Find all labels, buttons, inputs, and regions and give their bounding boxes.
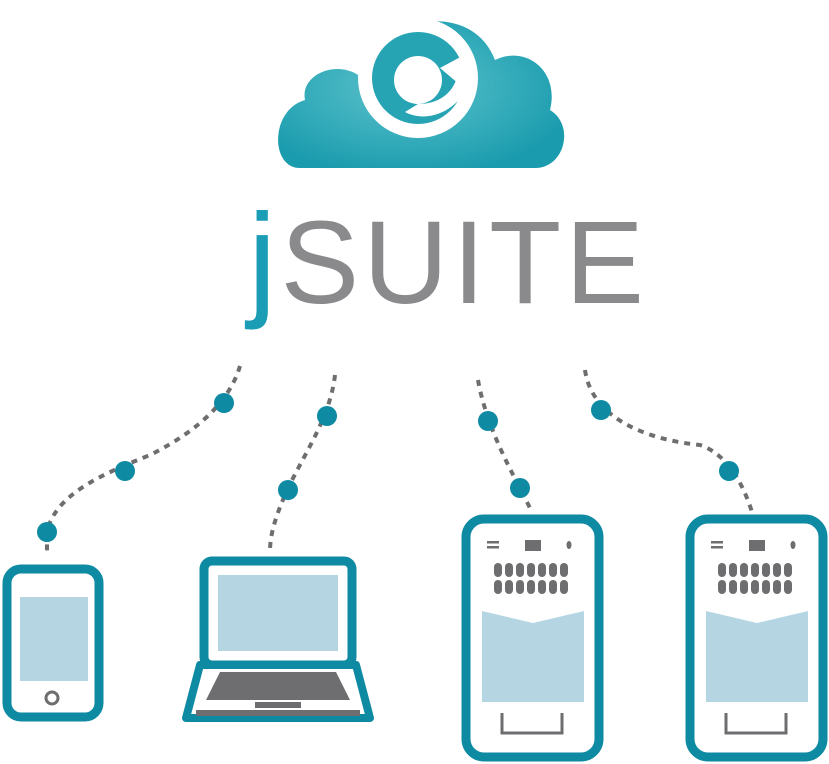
connection-laptop [268,374,337,553]
brand-prefix: j [248,188,281,331]
connection-tablet-2 [583,369,754,513]
connection-nodes [37,393,739,542]
connection-lines [45,365,754,556]
connection-phone [45,365,242,556]
smartphone-icon [2,564,104,722]
cloud-logo-icon [278,18,565,169]
tablet-icon-2 [690,519,823,757]
laptop-icon [182,556,374,722]
brand-wordmark: jSUITE [248,196,648,324]
brand-name: SUITE [280,197,648,329]
tablet-icon [461,514,604,762]
